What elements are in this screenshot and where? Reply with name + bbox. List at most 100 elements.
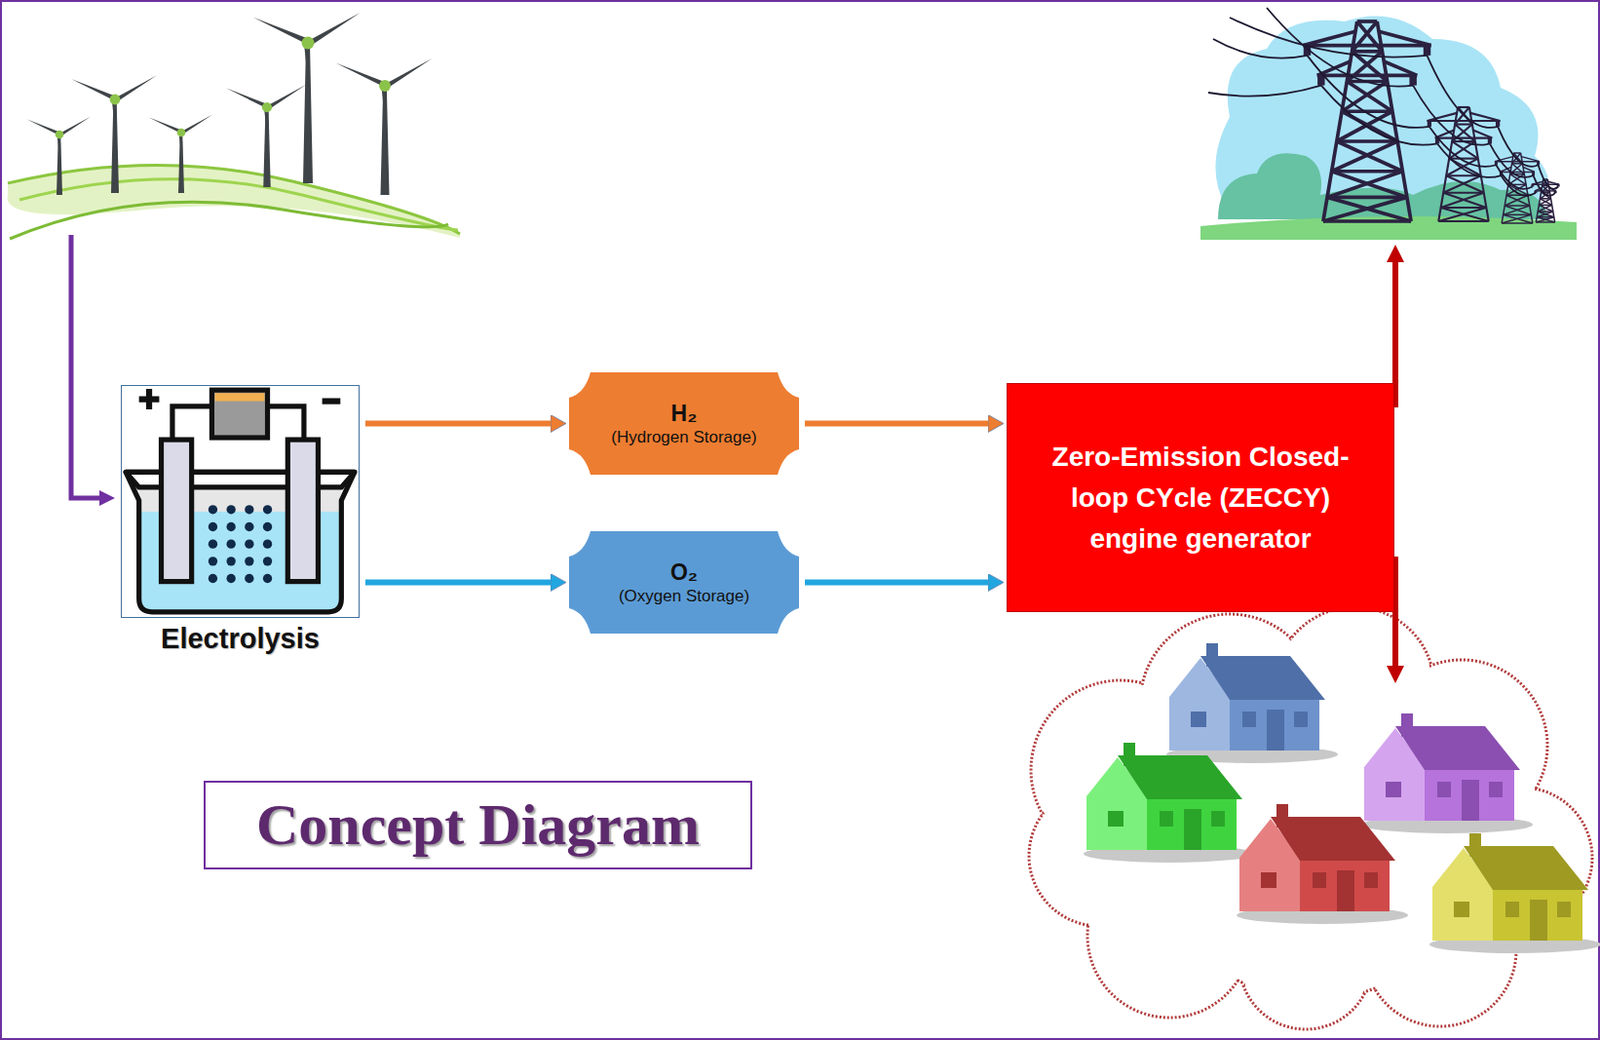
power-line [1229,17,1428,58]
tower-strut [1443,191,1485,194]
tower-strut [1332,169,1404,174]
house-door [1461,779,1480,821]
wind-turbine [253,12,361,184]
ground-band [7,164,460,238]
storage-label: (Hydrogen Storage) [610,426,757,449]
turbine-blade [26,118,61,136]
house-door [1336,870,1355,912]
tower-strut [1537,204,1552,212]
power-line [1321,85,1438,146]
turbine-blade [264,107,269,153]
transmission-tower [1427,107,1501,222]
turbine-hub [55,130,65,140]
house [1361,713,1533,834]
house-window [1488,781,1503,798]
house-window [1242,711,1257,727]
flow-arrow [365,579,552,586]
tower-strut [1302,43,1431,48]
tower-strut [1504,194,1528,206]
house-wall [1146,796,1237,850]
tower-strut [1441,206,1487,209]
house-door [1266,709,1285,751]
insulator [1531,171,1535,176]
tower-strut [1548,181,1561,185]
power-line [1500,175,1535,196]
tower-strut [1323,196,1408,222]
turbine-tower [56,134,63,195]
flow-arrow [804,579,990,586]
storage-label: (Oxygen Storage) [618,585,750,608]
battery-terminal [215,392,266,401]
tower-strut [1327,195,1408,200]
tower-strut [1446,158,1479,177]
node-content: O₂(Oxygen Storage) [569,531,800,634]
house-wall [1492,886,1583,941]
tower-strut [1448,157,1479,160]
plus-sign [139,388,160,410]
turbine-blade [380,85,387,141]
bubble [263,504,272,514]
power-line [1489,143,1534,178]
house-window [1294,711,1308,727]
tower-strut [1336,141,1404,172]
tower-strut [1352,49,1383,54]
turbine-blade [179,132,184,169]
turbine-blade [306,12,360,46]
tower-strut [1327,171,1403,198]
bubble [226,538,235,548]
power-line [1437,143,1501,178]
house-door [1529,899,1548,941]
bubble [244,538,254,548]
bubble [226,556,235,566]
box-label: Zero-Emission Closed-loop CYcle (ZECCY) … [1007,436,1394,560]
power-line [1427,55,1499,128]
wind-turbine [335,58,432,195]
tower-strut [1501,214,1531,224]
turbine-blade [57,134,62,171]
house-window [1190,711,1207,727]
bubble [208,573,218,583]
wind-turbine [226,84,306,188]
turbine-blade [59,115,92,137]
minus-sign [322,397,342,404]
tower-strut [1523,166,1535,172]
turbine-blade [112,99,117,149]
tower-strut [1506,194,1530,206]
node-content: Zero-Emission Closed-loop CYcle (ZECCY) … [1007,383,1394,611]
bubble [208,504,218,514]
tower-strut [1443,175,1482,193]
tower-strut [1438,220,1488,223]
tower-strut [1470,113,1501,121]
turbine-tower [111,99,119,193]
turbine-blade [335,62,386,87]
turbine-tower [263,107,271,188]
flow-arrow [365,420,552,427]
bubble [244,522,254,532]
power-line [1266,7,1413,87]
tower-strut [1534,190,1557,192]
turbine-blade [266,84,306,111]
insulator [1495,120,1500,127]
node-label: Electrolysis [160,622,320,655]
wind-turbine [148,114,213,193]
insulator [1554,190,1558,193]
house-roof [1117,755,1243,800]
turbine-hub [262,102,272,113]
house [1236,803,1409,924]
tower-strut [1383,61,1417,76]
turbine-tower [380,85,390,195]
wind-farm [7,12,460,239]
insulator [1423,45,1431,56]
electrode [287,439,318,582]
turbine-blade [383,58,432,89]
diagram-title: Concept Diagram [203,780,753,870]
house [1166,643,1338,763]
tower-strut [1454,122,1473,125]
electrolysis-cell: Electrolysis [120,384,360,618]
insulator [1409,75,1416,85]
turbine-blade [71,78,116,101]
house [1429,833,1600,953]
bubble [263,556,272,566]
hydrogen-storage: H₂(Hydrogen Storage) [569,372,800,475]
house-window [1557,901,1571,917]
